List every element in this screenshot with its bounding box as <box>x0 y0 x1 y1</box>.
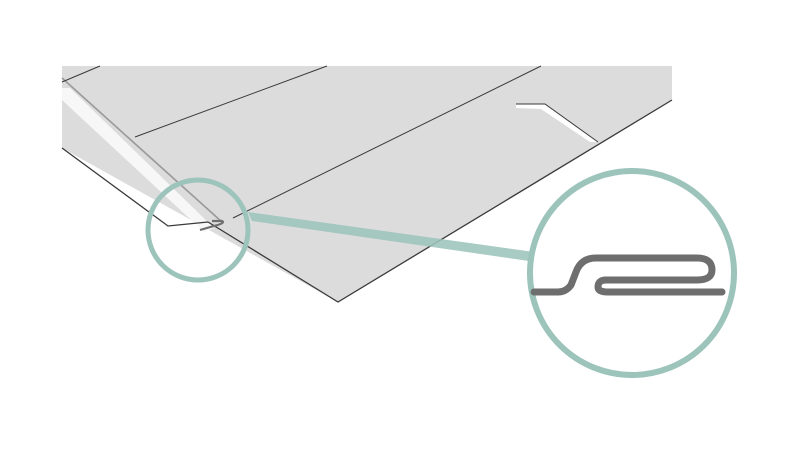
roof-panel-surface <box>62 66 672 302</box>
panel-bottom-edge <box>61 147 209 227</box>
panel-joint-line <box>134 65 328 138</box>
detail-circle <box>527 168 737 378</box>
panel-notch <box>516 104 598 142</box>
seam-fold-small <box>199 219 225 232</box>
panel-joint-line <box>232 65 542 219</box>
callout-connector <box>248 212 536 262</box>
panel-notch-edge <box>516 103 599 143</box>
panel-joint-line <box>61 65 101 83</box>
seam-profile-icon <box>530 254 726 296</box>
callout-circle-small <box>145 177 251 283</box>
ridge-seam-line <box>61 77 223 223</box>
panel-highlight-strip <box>62 88 214 232</box>
panel-front-edge <box>207 99 673 303</box>
